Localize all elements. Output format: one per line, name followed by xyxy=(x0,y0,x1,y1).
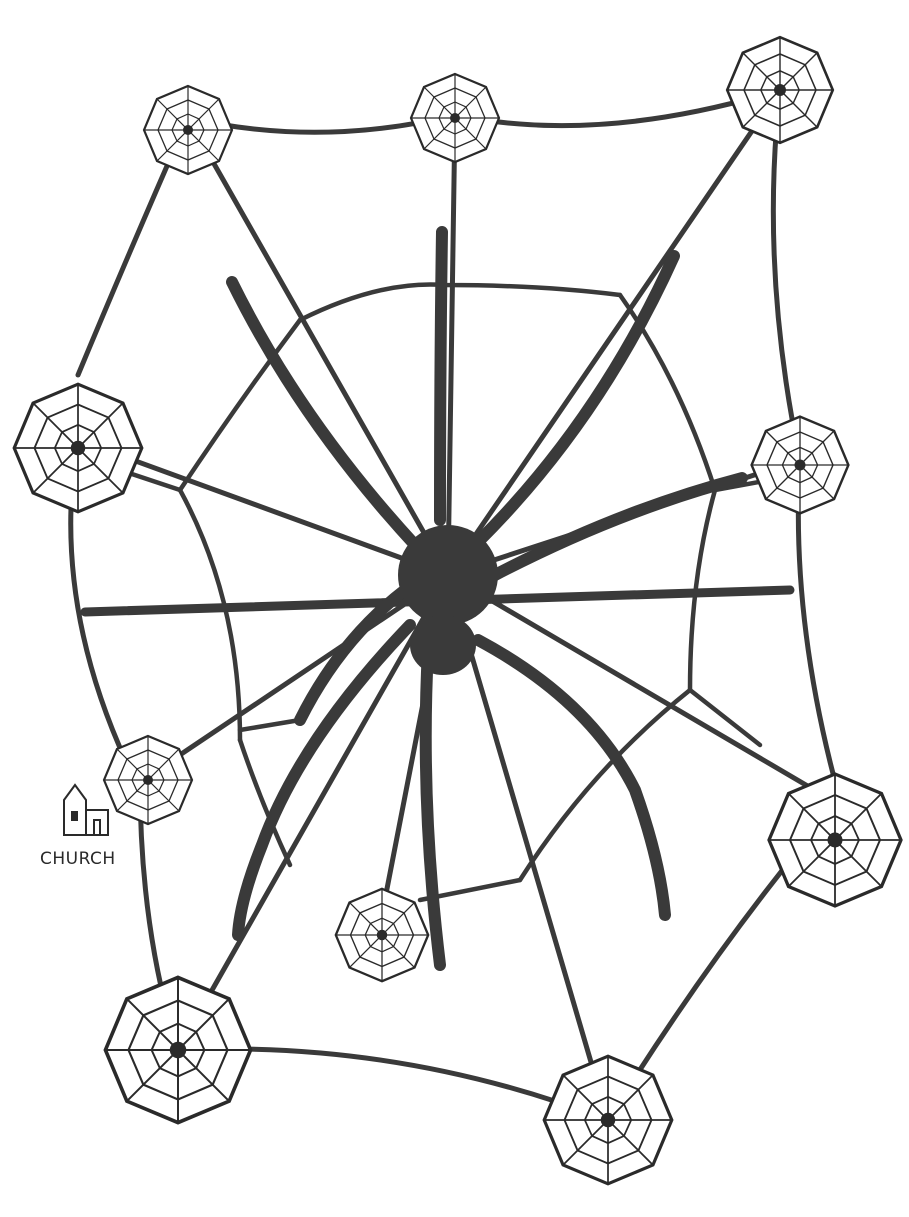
spider-web-icon xyxy=(727,37,833,143)
spider-web-icon xyxy=(144,86,232,174)
spider-web-icon xyxy=(544,1056,672,1184)
spider-web-icon xyxy=(769,774,901,906)
spider-web-icon xyxy=(104,736,192,824)
spider-web-icon xyxy=(336,889,428,981)
landmark-label: CHURCH xyxy=(40,849,116,869)
spider-web-icon xyxy=(105,977,250,1122)
spider-icon xyxy=(398,525,498,675)
church-icon xyxy=(64,785,108,835)
spider-web-icon xyxy=(752,417,849,514)
spider-web-icon xyxy=(14,384,142,512)
spider-web-icon xyxy=(411,74,499,162)
